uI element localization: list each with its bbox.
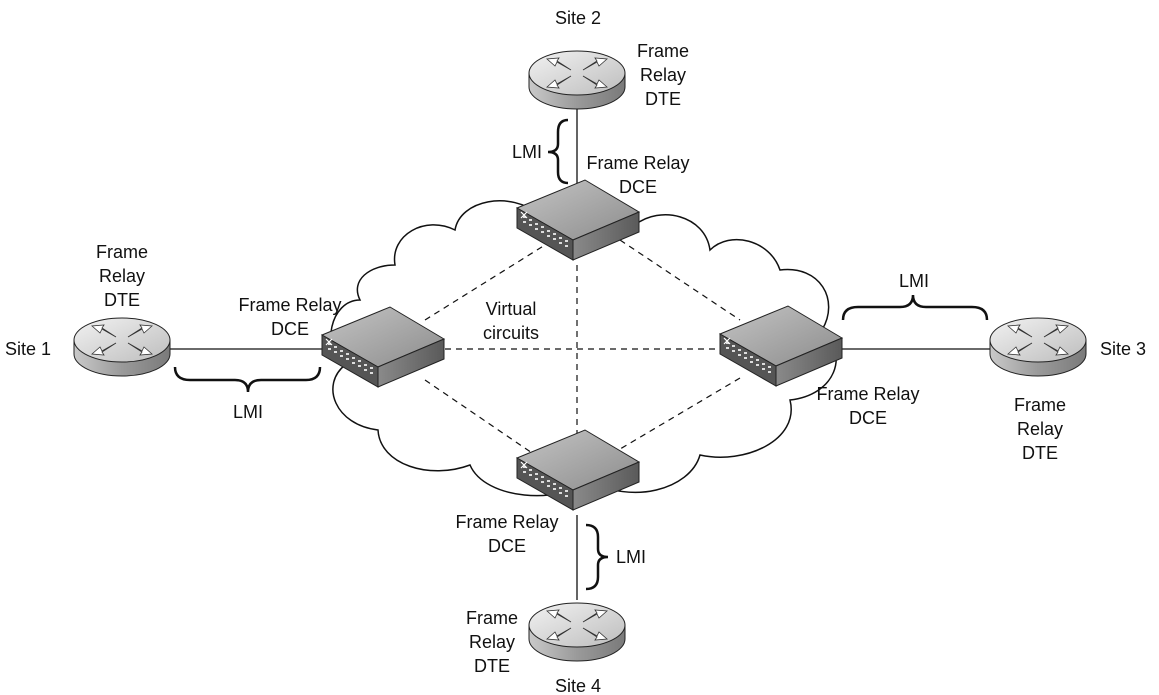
dte-label-line2: Relay bbox=[469, 632, 515, 652]
dce-label-line1: Frame Relay bbox=[816, 384, 919, 404]
dte-label-line1: Frame bbox=[466, 608, 518, 628]
dte-label-line1: Frame bbox=[96, 242, 148, 262]
site2-label: Site 2 bbox=[555, 8, 601, 28]
dce-label-line1: Frame Relay bbox=[238, 295, 341, 315]
router-icon-site3 bbox=[989, 317, 1087, 377]
dce-label-line2: DCE bbox=[849, 408, 887, 428]
lmi-brace-site1 bbox=[173, 366, 322, 393]
vc-right-bottom bbox=[609, 377, 741, 456]
vc-left-top bbox=[424, 244, 546, 321]
dte-label-line1: Frame bbox=[1014, 395, 1066, 415]
lmi-label-site3: LMI bbox=[899, 271, 929, 291]
router-icon-site2 bbox=[528, 50, 626, 110]
dce-label-top: Frame Relay DCE bbox=[586, 153, 689, 197]
virtual-circuits-label: Virtual circuits bbox=[483, 299, 539, 343]
dte-label-line2: Relay bbox=[99, 266, 145, 286]
dce-label-right: Frame Relay DCE bbox=[816, 384, 919, 428]
dce-label-left: Frame Relay DCE bbox=[238, 295, 341, 339]
lmi-label-site1: LMI bbox=[233, 402, 263, 422]
dte-label-line3: DTE bbox=[1022, 443, 1058, 463]
lmi-brace-site4 bbox=[585, 523, 609, 591]
site3-label: Site 3 bbox=[1100, 339, 1146, 359]
vc-top-right bbox=[619, 239, 741, 321]
vc-left-bottom bbox=[424, 379, 536, 456]
lmi-brace-site2 bbox=[547, 118, 569, 185]
dte-label-line2: Relay bbox=[640, 65, 686, 85]
dce-label-bottom: Frame Relay DCE bbox=[455, 512, 558, 556]
virtual-circuits-line2: circuits bbox=[483, 323, 539, 343]
dce-label-line2: DCE bbox=[488, 536, 526, 556]
virtual-circuits-line1: Virtual bbox=[486, 299, 537, 319]
dte-label-site4: Frame Relay DTE bbox=[466, 608, 518, 676]
dce-label-line1: Frame Relay bbox=[455, 512, 558, 532]
dce-label-line1: Frame Relay bbox=[586, 153, 689, 173]
dte-label-line3: DTE bbox=[645, 89, 681, 109]
dte-label-line1: Frame bbox=[637, 41, 689, 61]
dte-label-site1: Frame Relay DTE bbox=[96, 242, 148, 310]
router-icon-site1 bbox=[73, 317, 171, 377]
lmi-label-site4: LMI bbox=[616, 547, 646, 567]
dce-label-line2: DCE bbox=[271, 319, 309, 339]
router-icon-site4 bbox=[528, 602, 626, 662]
dte-label-line3: DTE bbox=[104, 290, 140, 310]
lmi-brace-site3 bbox=[841, 294, 989, 321]
dte-label-line2: Relay bbox=[1017, 419, 1063, 439]
lmi-label-site2: LMI bbox=[512, 142, 542, 162]
dte-label-site3: Frame Relay DTE bbox=[1014, 395, 1066, 463]
site1-label: Site 1 bbox=[5, 339, 51, 359]
dce-label-line2: DCE bbox=[619, 177, 657, 197]
dte-label-line3: DTE bbox=[474, 656, 510, 676]
site4-label: Site 4 bbox=[555, 676, 601, 695]
virtual-circuits bbox=[424, 239, 741, 460]
dte-label-site2: Frame Relay DTE bbox=[637, 41, 689, 109]
